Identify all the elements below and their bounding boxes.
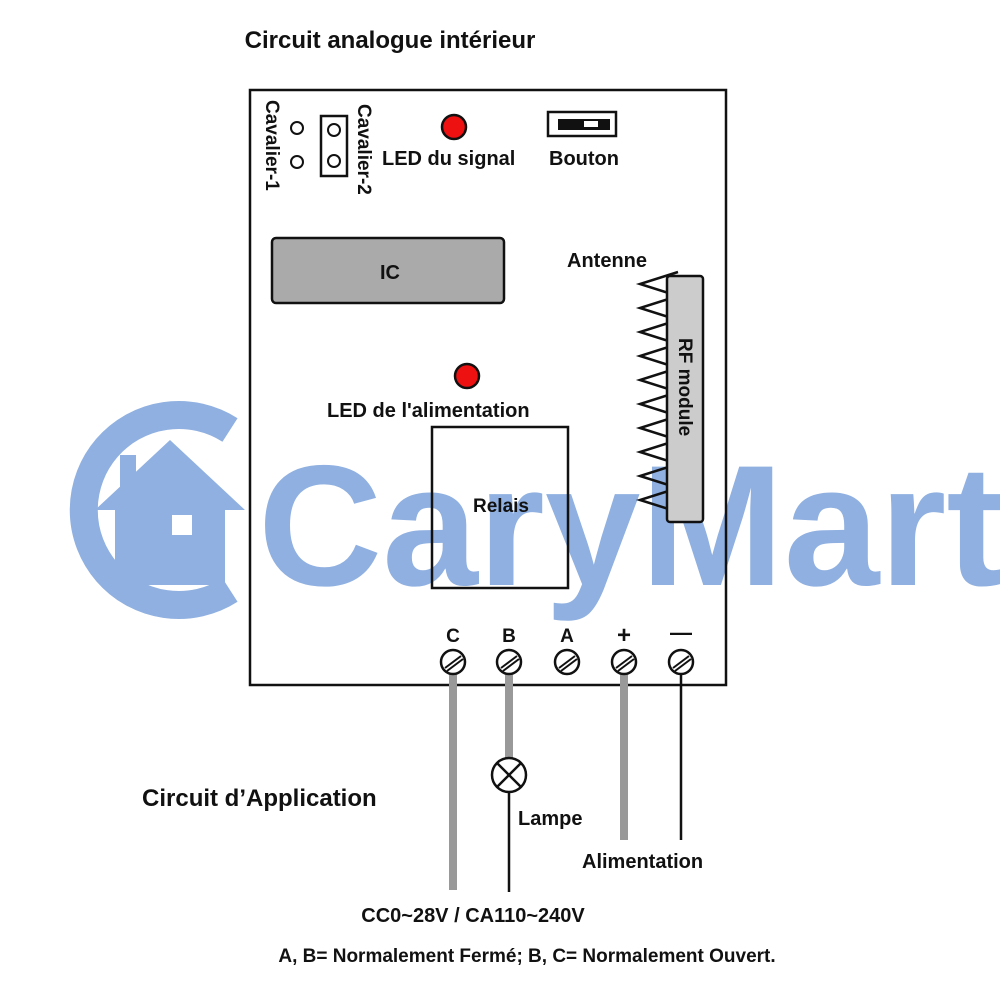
- terminal-screw-plus: [610, 648, 638, 676]
- terminal-block: [439, 648, 695, 676]
- signal-led-label: LED du signal: [382, 148, 515, 170]
- watermark-text: CaryMart: [258, 430, 1000, 622]
- terminal-screw-b: [495, 648, 523, 676]
- terminal-label-plus: +: [617, 622, 631, 649]
- board-outline: [248, 88, 728, 687]
- house-icon: [95, 440, 245, 585]
- jumper-2: [319, 114, 349, 178]
- watermark-arc: [69, 401, 238, 619]
- wires: [449, 672, 683, 892]
- terminal-label-b: B: [502, 626, 516, 647]
- rf-module: [665, 274, 705, 524]
- button-switch: [546, 110, 618, 138]
- button-label: Bouton: [549, 148, 619, 170]
- terminal-label-minus: —: [670, 620, 692, 645]
- terminal-labels: C B A + —: [446, 620, 692, 649]
- power-led: [453, 362, 481, 390]
- jumper-1: [290, 121, 304, 169]
- supply-voltage-label: CC0~28V / CA110~240V: [361, 905, 585, 927]
- jumper-2-label: Cavalier-2: [353, 104, 374, 195]
- rf-module-label: RF module: [674, 338, 695, 436]
- ic-label: IC: [380, 262, 400, 284]
- ic-chip: [270, 236, 506, 305]
- antenna-label: Antenne: [567, 250, 647, 272]
- signal-led: [440, 113, 468, 141]
- terminal-label-a: A: [560, 626, 574, 647]
- page-title: Circuit analogue intérieur: [245, 27, 536, 54]
- power-supply-label: Alimentation: [582, 851, 703, 873]
- carymart-watermark: CaryMart: [69, 401, 1000, 622]
- terminal-screw-a: [553, 648, 581, 676]
- jumper-1-label: Cavalier-1: [261, 100, 282, 191]
- contact-note: A, B= Normalement Fermé; B, C= Normaleme…: [278, 946, 775, 967]
- lamp-label: Lampe: [518, 808, 582, 830]
- power-led-label: LED de l'alimentation: [327, 400, 530, 422]
- terminal-label-c: C: [446, 626, 460, 647]
- relay-label: Relais: [473, 496, 529, 517]
- terminal-screw-minus: [667, 648, 695, 676]
- terminal-screw-c: [439, 648, 467, 676]
- lamp-icon: [490, 756, 528, 794]
- application-title: Circuit d’Application: [142, 785, 377, 812]
- relay: [430, 425, 570, 590]
